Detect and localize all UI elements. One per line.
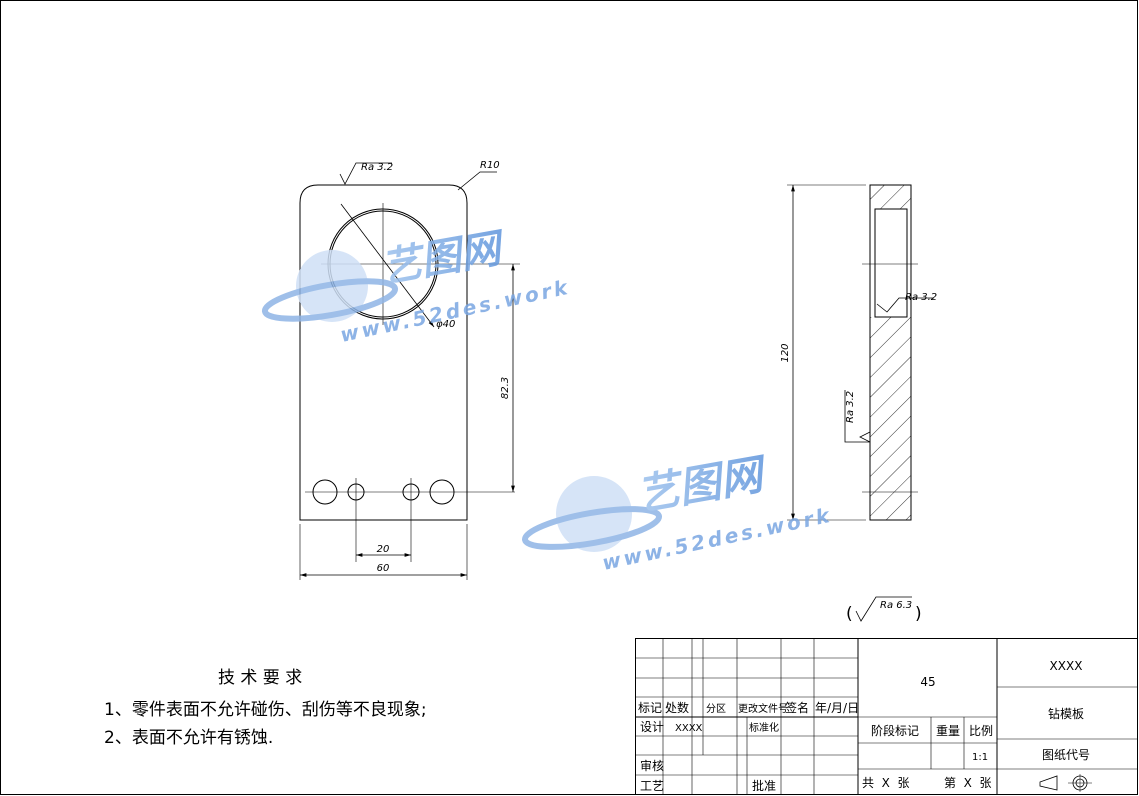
header-date: 年/月/日 bbox=[815, 701, 859, 715]
side-section-hatch bbox=[870, 317, 911, 520]
side-outline bbox=[869, 184, 912, 521]
watermark-swoosh bbox=[261, 278, 399, 322]
part-name: 钻模板 bbox=[1048, 706, 1084, 721]
header-count: 处数 bbox=[665, 700, 689, 715]
header-sign: 签名 bbox=[785, 700, 809, 715]
width-dim-label: 60 bbox=[377, 563, 390, 574]
title-block-text: 45 XXXX 钻模板 图纸代号 标记 处数 分区 更改文件号 签名 年/月/日… bbox=[638, 659, 1090, 793]
roughness-top-label: Ra 3.2 bbox=[361, 162, 393, 173]
side-roughness-right-label: Ra 3.2 bbox=[905, 292, 937, 303]
watermark-swoosh-2 bbox=[521, 506, 663, 550]
stage-label: 阶段标记 bbox=[871, 723, 919, 738]
general-roughness: ( Ra 6.3 ) bbox=[846, 596, 922, 624]
tech-title: 技 术 要 求 bbox=[218, 668, 302, 688]
watermark-logo-2: 艺图网 bbox=[633, 449, 772, 520]
general-roughness-symbol bbox=[855, 596, 912, 622]
drawing-no-label: 图纸代号 bbox=[1042, 748, 1090, 762]
review-label: 审核 bbox=[640, 758, 664, 773]
watermark-1: 艺图网 www.52des.work bbox=[261, 225, 572, 347]
spacing-dim-label: 20 bbox=[377, 544, 390, 555]
header-mark: 标记 bbox=[638, 701, 662, 715]
process-label: 工艺 bbox=[640, 779, 664, 793]
side-roughness-right bbox=[876, 297, 934, 313]
general-roughness-label: Ra 6.3 bbox=[880, 600, 912, 611]
radius-label: R10 bbox=[480, 160, 500, 171]
watermark-url: www.52des.work bbox=[338, 275, 572, 347]
paren-close: ) bbox=[915, 604, 922, 624]
approve-label: 批准 bbox=[752, 778, 776, 793]
tech-item-2: 2、表面不允许有锈蚀. bbox=[104, 728, 273, 748]
tech-item-1: 1、零件表面不允许碰伤、刮伤等不良现象; bbox=[104, 700, 427, 720]
company-name: XXXX bbox=[1050, 659, 1083, 673]
side-height-label: 120 bbox=[780, 343, 791, 362]
side-roughness-left bbox=[844, 390, 871, 443]
dia-label: φ40 bbox=[436, 319, 455, 330]
height-dim-label: 82.3 bbox=[500, 377, 511, 399]
material-value: 45 bbox=[920, 675, 935, 689]
projection-symbol bbox=[1039, 774, 1092, 792]
design-label: 设计 bbox=[640, 720, 664, 734]
weight-label: 重量 bbox=[936, 724, 960, 738]
side-bore bbox=[874, 208, 908, 318]
header-zone: 分区 bbox=[706, 703, 726, 715]
dia-leader bbox=[340, 203, 435, 328]
roughness-symbol bbox=[339, 162, 392, 185]
side-view bbox=[787, 184, 934, 521]
watermark-url-2: www.52des.work bbox=[600, 503, 834, 575]
front-view bbox=[299, 162, 520, 580]
plate-outline bbox=[299, 184, 468, 521]
sheets-total: 共 X 张 bbox=[862, 776, 909, 790]
standardize-label: 标准化 bbox=[749, 721, 779, 734]
sheet-number: 第 X 张 bbox=[944, 776, 991, 790]
side-top-hatch bbox=[870, 185, 911, 209]
paren-open: ( bbox=[846, 604, 853, 624]
tech-requirements: 技 术 要 求 1、零件表面不允许碰伤、刮伤等不良现象; 2、表面不允许有锈蚀. bbox=[104, 668, 427, 748]
title-block bbox=[635, 638, 1138, 795]
designer-name: XXXX bbox=[675, 723, 703, 734]
side-roughness-left-label: Ra 3.2 bbox=[845, 391, 856, 423]
watermark-logo: 艺图网 bbox=[378, 225, 510, 292]
r10-leader bbox=[457, 171, 497, 191]
title-block-frame bbox=[635, 638, 1138, 795]
header-doc-no: 更改文件号 bbox=[738, 702, 788, 715]
scale-label: 比例 bbox=[969, 724, 993, 738]
watermark-2: 艺图网 www.52des.work bbox=[521, 449, 834, 575]
scale-value: 1:1 bbox=[972, 752, 988, 763]
